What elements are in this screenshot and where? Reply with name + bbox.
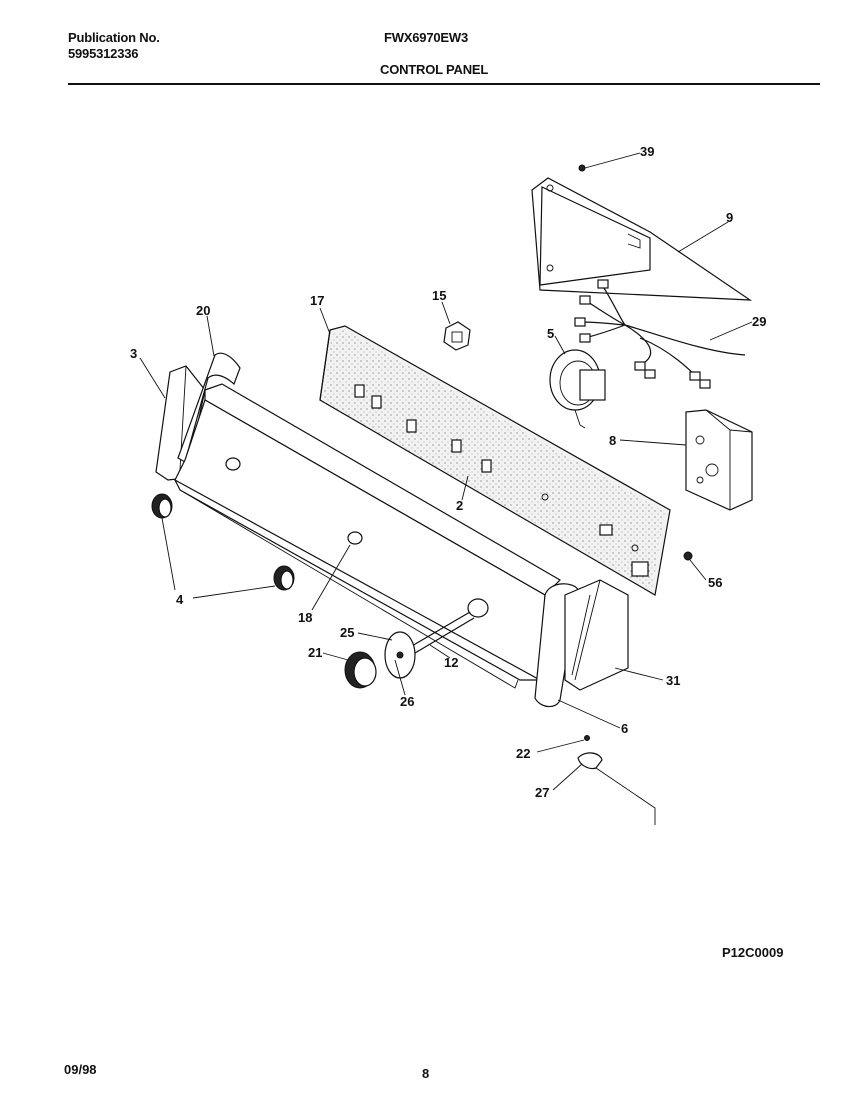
- section-title: CONTROL PANEL: [380, 62, 489, 77]
- part-27-foot: [577, 752, 656, 825]
- callout-29: 29: [752, 314, 766, 329]
- model-number: FWX6970EW3: [384, 30, 468, 45]
- callout-18: 18: [298, 610, 312, 625]
- callout-4: 4: [176, 592, 184, 607]
- part-39-screw: [578, 164, 586, 172]
- part-15-switch: [443, 321, 471, 351]
- page-number: 8: [422, 1066, 430, 1081]
- callout-9: 9: [726, 210, 733, 225]
- part-29-wiring-harness: [574, 279, 746, 389]
- part-4-knob-left: [151, 493, 173, 519]
- callout-25: 25: [340, 625, 354, 640]
- part-17-panel-plate: [319, 325, 671, 596]
- part-18-front-console: [174, 383, 561, 689]
- part-5-timer-motor: [549, 349, 606, 429]
- part-22-screw: [584, 735, 590, 741]
- part-20-left-bracket: [177, 352, 241, 463]
- callout-17: 17: [310, 293, 324, 308]
- callout-31: 31: [666, 673, 680, 688]
- callout-26: 26: [400, 694, 414, 709]
- leader-lines: [139, 152, 753, 791]
- callout-27: 27: [535, 785, 549, 800]
- publication-label: Publication No.: [68, 30, 160, 45]
- part-31-right-housing: [564, 579, 629, 691]
- callout-6: 6: [621, 721, 628, 736]
- callout-21: 21: [308, 645, 322, 660]
- part-8-selector-box: [685, 409, 753, 511]
- callout-5: 5: [547, 326, 554, 341]
- callout-8: 8: [609, 433, 616, 448]
- part-9-rear-plate: [531, 177, 753, 301]
- part-12-shaft: [404, 611, 475, 657]
- part-4-knob-center: [273, 565, 295, 591]
- publication-number: 5995312336: [68, 46, 139, 61]
- header-rule: [68, 83, 820, 85]
- diagram-code: P12C0009: [722, 945, 783, 960]
- callout-22: 22: [516, 746, 530, 761]
- callout-15: 15: [432, 288, 446, 303]
- part-25-dial: [384, 631, 416, 679]
- part-56-screw: [683, 551, 693, 561]
- callout-2: 2: [456, 498, 463, 513]
- part-21-timer-knob: [344, 651, 377, 689]
- callout-12: 12: [444, 655, 458, 670]
- footer-date: 09/98: [64, 1062, 97, 1077]
- callout-39: 39: [640, 144, 654, 159]
- callout-20: 20: [196, 303, 210, 318]
- callout-3: 3: [130, 346, 137, 361]
- callout-56: 56: [708, 575, 722, 590]
